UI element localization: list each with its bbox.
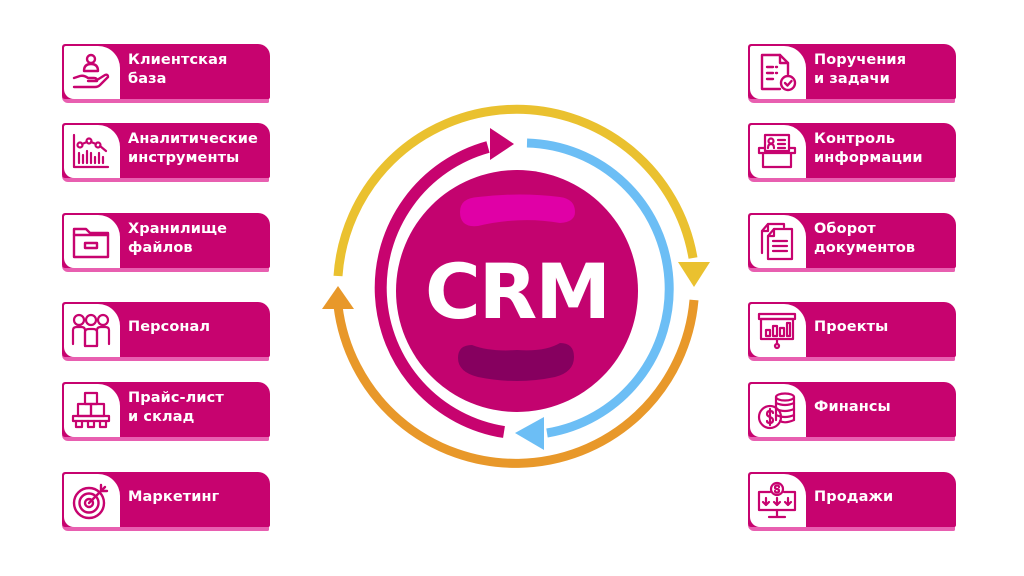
top-highlight [460,194,575,227]
card-label: Контроль информации [814,130,923,166]
card-body: Клиентская база [62,44,270,99]
card-body: Поручения и задачи [748,44,956,99]
card-label: Персонал [128,319,211,335]
warehouse-boxes-icon [71,391,111,429]
card-info-control[interactable]: Контроль информации [748,123,956,182]
card-finance[interactable]: Финансы [748,382,956,441]
coins-icon [757,392,796,430]
card-shadow [62,97,269,103]
card-label: Поручения и задачи [814,51,907,87]
bottom-highlight [458,343,574,381]
icon-container [64,304,120,357]
card-body: Контроль информации [748,123,956,178]
card-analytics-tools[interactable]: Аналитические инструменты [62,123,270,182]
card-body: Проекты [748,302,956,357]
icon-container [64,215,120,268]
sales-monitor-icon [757,481,797,519]
icon-container [750,474,806,527]
icon-container [64,384,120,437]
card-projects[interactable]: Проекты [748,302,956,361]
card-shadow [748,176,955,182]
card-shadow [748,525,955,531]
analytics-chart-icon [72,133,110,169]
team-icon [71,313,111,348]
target-icon [72,483,109,520]
card-label: Маркетинг [128,489,220,505]
crm-title: CRM [425,247,609,336]
presentation-board-icon [757,312,797,350]
card-body: Маркетинг [62,472,270,527]
icon-container [750,46,806,99]
card-personnel[interactable]: Персонал [62,302,270,361]
card-shadow [748,355,955,361]
card-client-base[interactable]: Клиентская база [62,44,270,103]
card-shadow [748,266,955,272]
icon-container [64,46,120,99]
card-label: Аналитические инструменты [128,130,258,166]
card-tasks[interactable]: Поручения и задачи [748,44,956,103]
card-file-storage[interactable]: Хранилище файлов [62,213,270,272]
icon-container [750,384,806,437]
card-shadow [62,266,269,272]
magenta-cycle-arrow [374,128,514,438]
icon-container [64,125,120,178]
card-shadow [62,176,269,182]
card-label: Прайс-лист и склад [128,389,224,425]
orange-cycle-arrow [322,286,699,468]
hand-user-icon [72,53,110,89]
card-body: Оборот документов [748,213,956,268]
icon-container [64,474,120,527]
blue-cycle-arrow [515,138,674,450]
card-body: Продажи [748,472,956,527]
yellow-cycle-arrow [333,104,710,287]
card-label: Хранилище файлов [128,220,228,256]
card-body: Персонал [62,302,270,357]
card-shadow [62,355,269,361]
card-label: Финансы [814,399,891,415]
card-shadow [748,97,955,103]
card-body: Хранилище файлов [62,213,270,268]
icon-container [750,304,806,357]
card-sales[interactable]: Продажи [748,472,956,531]
id-card-tray-icon [757,133,797,169]
crm-core: CRM [396,170,638,412]
card-shadow [748,435,955,441]
card-label: Клиентская база [128,51,228,87]
card-marketing[interactable]: Маркетинг [62,472,270,531]
card-shadow [62,525,269,531]
icon-container [750,125,806,178]
card-label: Проекты [814,319,889,335]
card-body: Финансы [748,382,956,437]
card-body: Прайс-лист и склад [62,382,270,437]
task-document-check-icon [760,53,797,92]
card-shadow [62,435,269,441]
documents-icon [760,222,794,261]
card-price-list-warehouse[interactable]: Прайс-лист и склад [62,382,270,441]
card-body: Аналитические инструменты [62,123,270,178]
card-document-flow[interactable]: Оборот документов [748,213,956,272]
card-label: Продажи [814,489,894,505]
card-label: Оборот документов [814,220,916,256]
icon-container [750,215,806,268]
folder-icon [72,227,110,259]
